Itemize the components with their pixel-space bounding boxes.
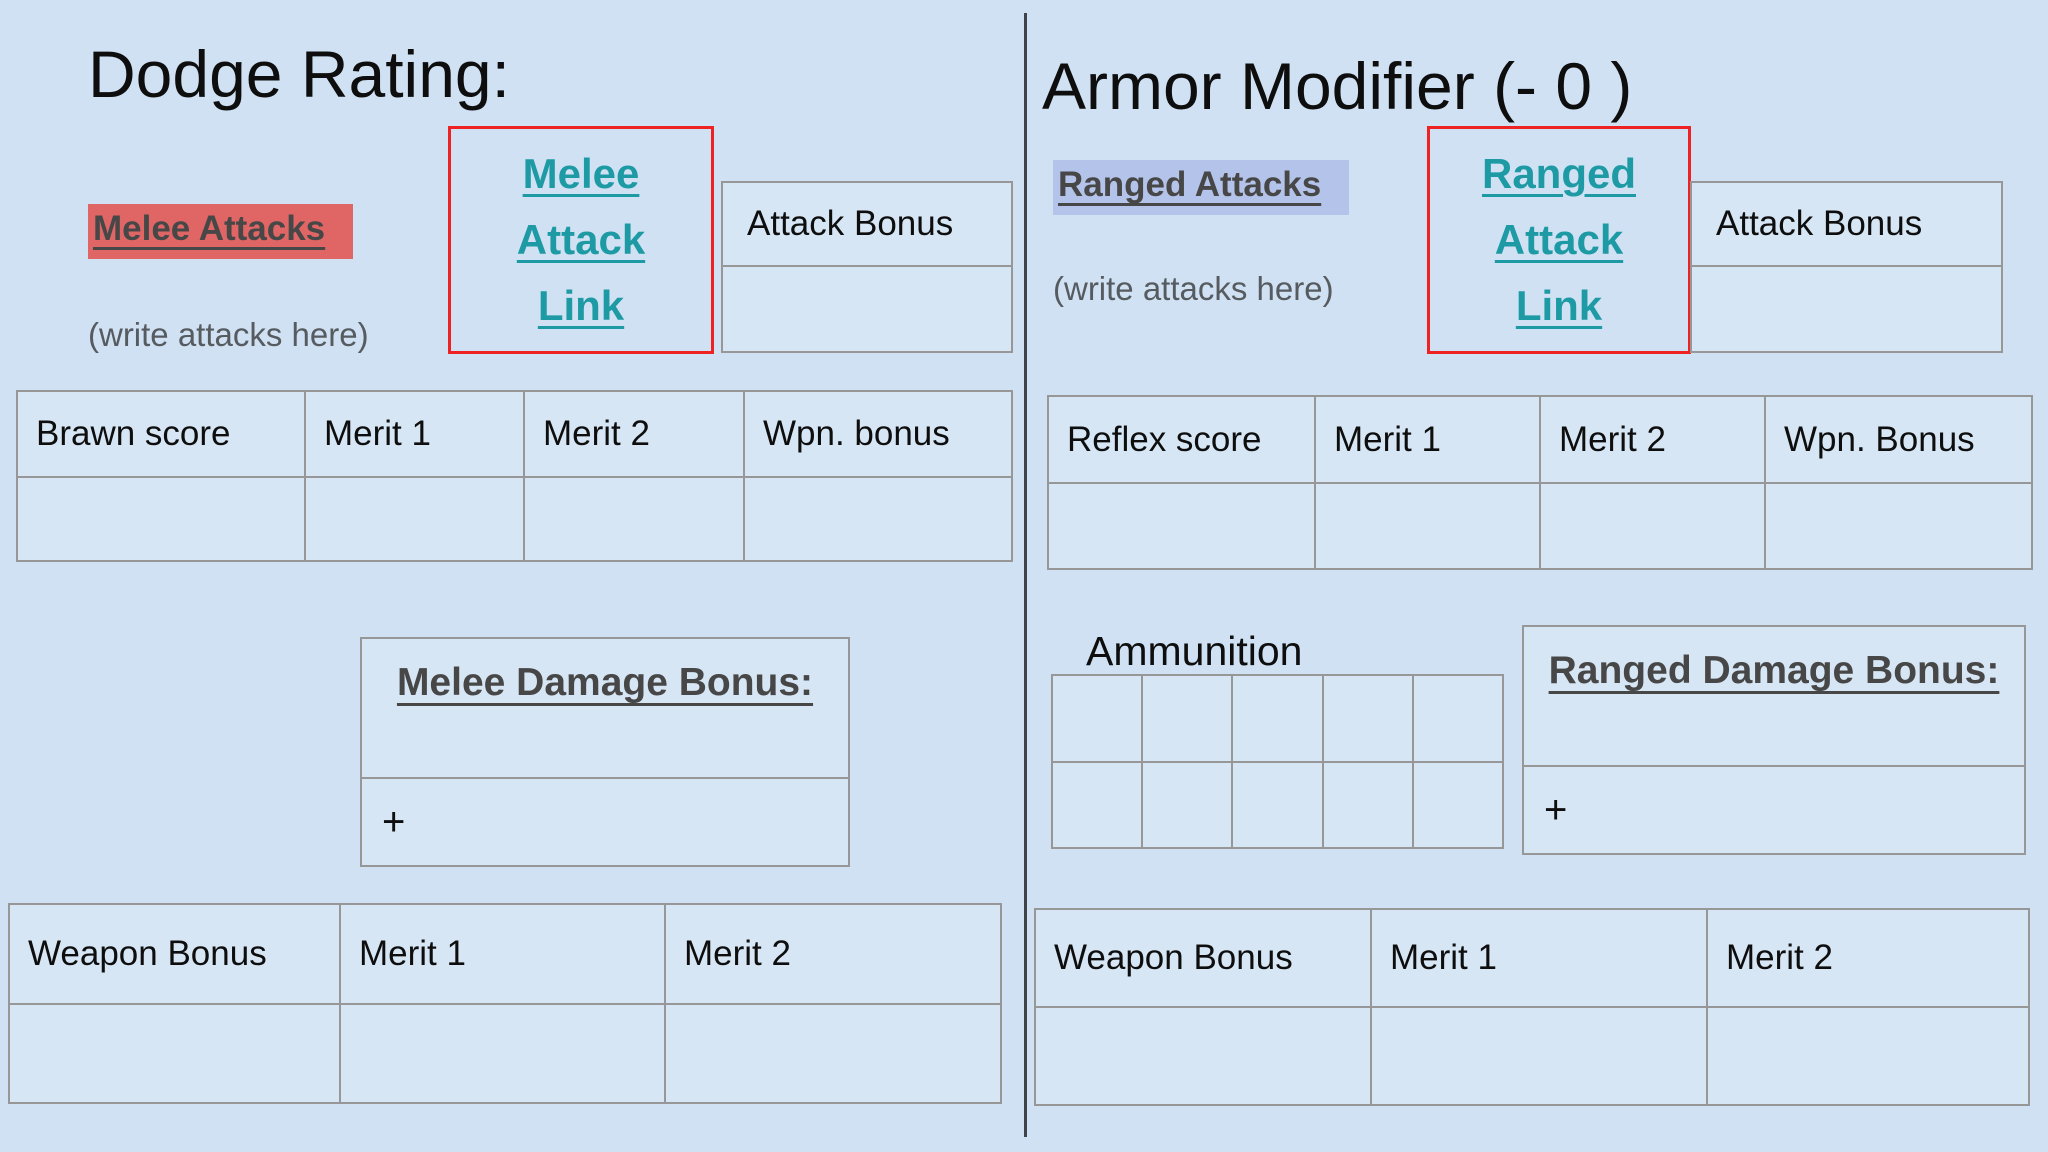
stat-value-cell[interactable]: [1316, 484, 1541, 568]
brawn-score-table: Brawn score Merit 1 Merit 2 Wpn. bonus: [16, 390, 1013, 562]
ammunition-label: Ammunition: [1086, 628, 1303, 674]
weapon-header-cell: Merit 1: [341, 905, 666, 1003]
stat-value-cell[interactable]: [1766, 484, 2031, 568]
weapon-header-cell: Weapon Bonus: [1036, 910, 1372, 1006]
melee-attack-link-line-1[interactable]: Melee: [522, 150, 640, 197]
attack-bonus-value-cell[interactable]: [723, 267, 1011, 351]
weapon-value-cell[interactable]: [341, 1005, 666, 1102]
melee-damage-bonus-box: Melee Damage Bonus: +: [360, 637, 850, 867]
attack-bonus-header-cell: Attack Bonus: [1716, 204, 1923, 243]
armor-modifier-title: Armor Modifier (- 0 ): [1042, 49, 1633, 123]
ranged-attack-link-line-3[interactable]: Link: [1515, 282, 1603, 329]
ranged-attack-bonus-table: Attack Bonus: [1690, 181, 2003, 353]
weapon-value-cell[interactable]: [666, 1005, 1000, 1102]
weapon-value-cell[interactable]: [1372, 1008, 1708, 1104]
ammo-cell[interactable]: [1053, 762, 1144, 847]
weapon-value-cell[interactable]: [1708, 1008, 2028, 1104]
melee-damage-bonus-title: Melee Damage Bonus:: [396, 661, 814, 704]
stat-value-cell[interactable]: [1049, 484, 1316, 568]
stat-header-cell: Wpn. bonus: [763, 414, 950, 453]
melee-write-attacks-note: (write attacks here): [88, 316, 369, 353]
stat-header-cell: Merit 1: [1316, 397, 1541, 482]
stat-value-cell[interactable]: [1541, 484, 1766, 568]
ammo-cell[interactable]: [1143, 762, 1234, 847]
stat-value-cell[interactable]: [525, 478, 745, 560]
dodge-rating-title: Dodge Rating:: [88, 37, 510, 111]
stat-header-cell: Brawn score: [18, 392, 306, 476]
melee-attack-link-line-3[interactable]: Link: [537, 282, 625, 329]
melee-attack-link-line-2[interactable]: Attack: [516, 216, 646, 263]
weapon-header-cell: Merit 2: [684, 934, 791, 973]
stat-header-cell: Merit 1: [306, 392, 525, 476]
weapon-header-cell: Weapon Bonus: [10, 905, 341, 1003]
ranged-weapon-bonus-table: Weapon Bonus Merit 1 Merit 2: [1034, 908, 2030, 1106]
ammo-cell[interactable]: [1053, 676, 1144, 761]
ammo-cell[interactable]: [1233, 676, 1324, 761]
ranged-attacks-label: Ranged Attacks: [1053, 160, 1350, 215]
ammunition-grid: [1051, 674, 1504, 849]
weapon-value-cell[interactable]: [10, 1005, 341, 1102]
ammo-cell[interactable]: [1414, 763, 1502, 848]
ranged-write-attacks-note: (write attacks here): [1053, 270, 1334, 307]
stat-header-cell: Merit 2: [525, 392, 745, 476]
melee-damage-bonus-value-cell[interactable]: +: [362, 777, 848, 865]
weapon-value-cell[interactable]: [1036, 1008, 1372, 1104]
ammo-cell[interactable]: [1143, 676, 1234, 761]
melee-weapon-bonus-table: Weapon Bonus Merit 1 Merit 2: [8, 903, 1002, 1104]
stat-value-cell[interactable]: [18, 478, 306, 560]
ranged-attack-link-line-2[interactable]: Attack: [1494, 216, 1624, 263]
weapon-header-cell: Merit 1: [1372, 910, 1708, 1006]
stat-header-cell: Wpn. Bonus: [1784, 419, 1975, 459]
stat-value-cell[interactable]: [745, 478, 1011, 560]
reflex-score-table: Reflex score Merit 1 Merit 2 Wpn. Bonus: [1047, 395, 2033, 570]
attack-bonus-value-cell[interactable]: [1692, 267, 2001, 351]
ranged-damage-bonus-title: Ranged Damage Bonus:: [1548, 649, 2000, 692]
ranged-attack-link[interactable]: Ranged Attack Link: [1427, 126, 1691, 354]
weapon-header-cell: Merit 2: [1726, 938, 1833, 977]
melee-attack-link[interactable]: Melee Attack Link: [448, 126, 714, 354]
stat-header-cell: Reflex score: [1049, 397, 1316, 482]
stat-value-cell[interactable]: [306, 478, 525, 560]
center-divider-line: [1024, 13, 1027, 1137]
stat-header-cell: Merit 2: [1541, 397, 1766, 482]
ranged-attack-link-line-1[interactable]: Ranged: [1481, 150, 1636, 197]
ammo-cell[interactable]: [1233, 762, 1324, 847]
melee-attack-bonus-table: Attack Bonus: [721, 181, 1013, 353]
ranged-damage-bonus-value-cell[interactable]: +: [1524, 765, 2024, 853]
ammo-cell[interactable]: [1414, 676, 1502, 761]
attack-bonus-header-cell: Attack Bonus: [747, 204, 954, 243]
ranged-damage-bonus-box: Ranged Damage Bonus: +: [1522, 625, 2026, 855]
ammo-cell[interactable]: [1324, 762, 1414, 847]
melee-attacks-label: Melee Attacks: [88, 204, 354, 259]
ammo-cell[interactable]: [1324, 676, 1414, 761]
